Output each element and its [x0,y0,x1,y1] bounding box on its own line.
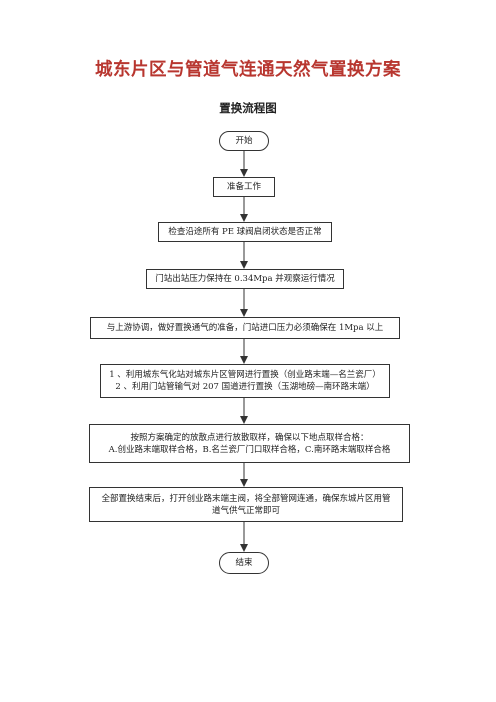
finish-step: 全部置换结束后，打开创业路末端主阀，将全部管网连通，确保东城片区用管 道气供气正… [89,487,403,522]
flowchart-subtitle: 置换流程图 [219,101,277,115]
gate-pressure-step: 门站出站压力保持在 0.34Mpa 并观察运行情况 [146,269,344,289]
replacement-line-2: 2 、利用门站管输气对 207 国道进行置换（玉湖地磅—南环路末端） [115,382,375,392]
check-valves-step: 检查沿途所有 PE 球阀启闭状态是否正常 [158,222,332,242]
coordinate-label: 与上游协调，做好置换通气的准备，门站进口压力必须确保在 1Mpa 以上 [106,323,384,333]
start-label: 开始 [235,136,253,146]
end-label: 结束 [235,558,253,568]
prepare-step: 准备工作 [213,177,275,197]
sampling-line-1: 按照方案确定的放散点进行放散取样，确保以下地点取样合格： [130,432,369,443]
replacement-line-1: 1 、利用城东气化站对城东片区管网进行置换（创业路末端—名兰瓷厂） [109,370,381,380]
gate-pressure-label: 门站出站压力保持在 0.34Mpa 并观察运行情况 [155,274,335,284]
check-valves-label: 检查沿途所有 PE 球阀启闭状态是否正常 [168,227,322,237]
sampling-step: 按照方案确定的放散点进行放散取样，确保以下地点取样合格： A.创业路末端取样合格… [89,424,410,463]
replacement-step: 1 、利用城东气化站对城东片区管网进行置换（创业路末端—名兰瓷厂） 2 、利用门… [100,364,390,398]
sampling-line-2: A.创业路末端取样合格，B.名兰瓷厂门口取样合格，C.南环路末端取样合格 [108,444,391,455]
finish-line-1: 全部置换结束后，打开创业路末端主阀，将全部管网连通，确保东城片区用管 [101,493,391,504]
start-node: 开始 [219,131,269,151]
prepare-label: 准备工作 [226,182,261,192]
coordinate-step: 与上游协调，做好置换通气的准备，门站进口压力必须确保在 1Mpa 以上 [90,317,400,339]
document-title: 城东片区与管道气连通天然气置换方案 [95,60,401,80]
end-node: 结束 [219,552,269,574]
finish-line-2: 道气供气正常即可 [211,505,280,516]
